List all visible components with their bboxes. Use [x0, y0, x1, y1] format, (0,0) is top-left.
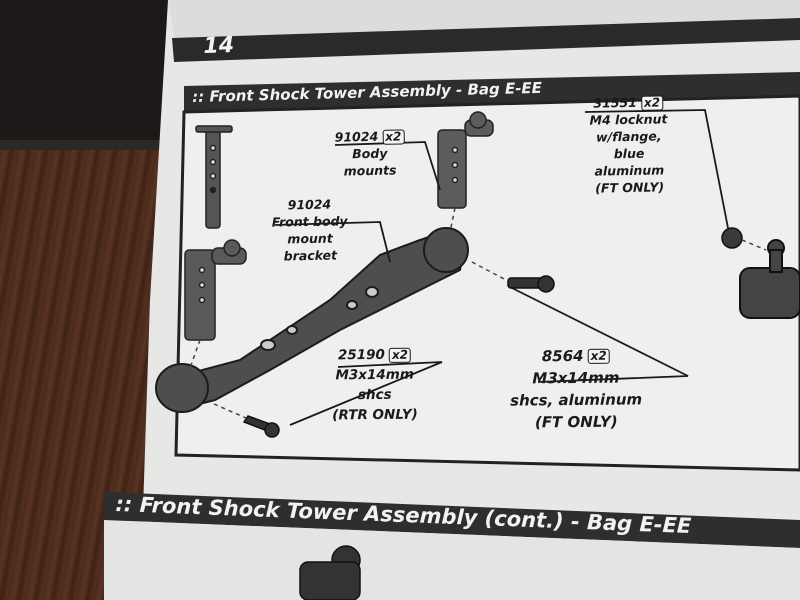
part-number: 91024: [287, 196, 332, 213]
step-number: 14: [203, 32, 235, 59]
section-header-bar: [184, 72, 800, 112]
shcs-screw-rtr: [242, 415, 280, 438]
next-assembly-box: [104, 520, 800, 600]
part-desc-line: mounts: [343, 162, 397, 179]
next-section-parts: [299, 545, 361, 600]
front-body-mount-bracket: [155, 227, 469, 413]
m4-locknut: [721, 227, 743, 249]
quantity-badge: x2: [640, 95, 664, 111]
part-desc-line: w/flange,: [595, 128, 662, 145]
quantity-badge: x2: [587, 348, 610, 364]
part-label-front-body-mount-bracket: 91024 Front body mount bracket: [271, 195, 348, 264]
quantity-badge: x2: [388, 347, 412, 363]
part-desc-line: Front body: [271, 213, 348, 230]
part-desc-line: mount: [287, 230, 333, 247]
quantity-badge: x2: [382, 129, 405, 145]
body-mount-post-lower: [184, 239, 247, 341]
part-desc-line: M4 locknut: [589, 111, 668, 128]
part-desc-line: M3x14mm: [532, 368, 620, 388]
part-desc-line: (FT ONLY): [534, 412, 618, 432]
partial-assembly-right: [739, 239, 800, 319]
part-desc-line: Body: [352, 145, 388, 162]
shcs-screw-ft: [507, 275, 555, 293]
part-desc-line: shcs, aluminum: [510, 390, 643, 410]
part-desc-line: blue: [613, 145, 645, 162]
part-desc-line: (RTR ONLY): [332, 406, 418, 424]
body-mount-post-center: [437, 111, 494, 209]
assembly-box: [174, 94, 800, 472]
next-section-header-bar: [104, 492, 800, 548]
part-desc-line: shcs: [357, 386, 392, 404]
body-mount-post-left: [195, 125, 233, 229]
part-desc-line: bracket: [283, 247, 338, 264]
step-header-bar: [172, 18, 800, 62]
dashed-guides: [189, 207, 767, 419]
part-desc-line: aluminum: [594, 162, 665, 179]
part-desc-line: (FT ONLY): [595, 179, 665, 196]
part-desc-line: M3x14mm: [335, 366, 414, 384]
leader-lines: [274, 109, 729, 426]
